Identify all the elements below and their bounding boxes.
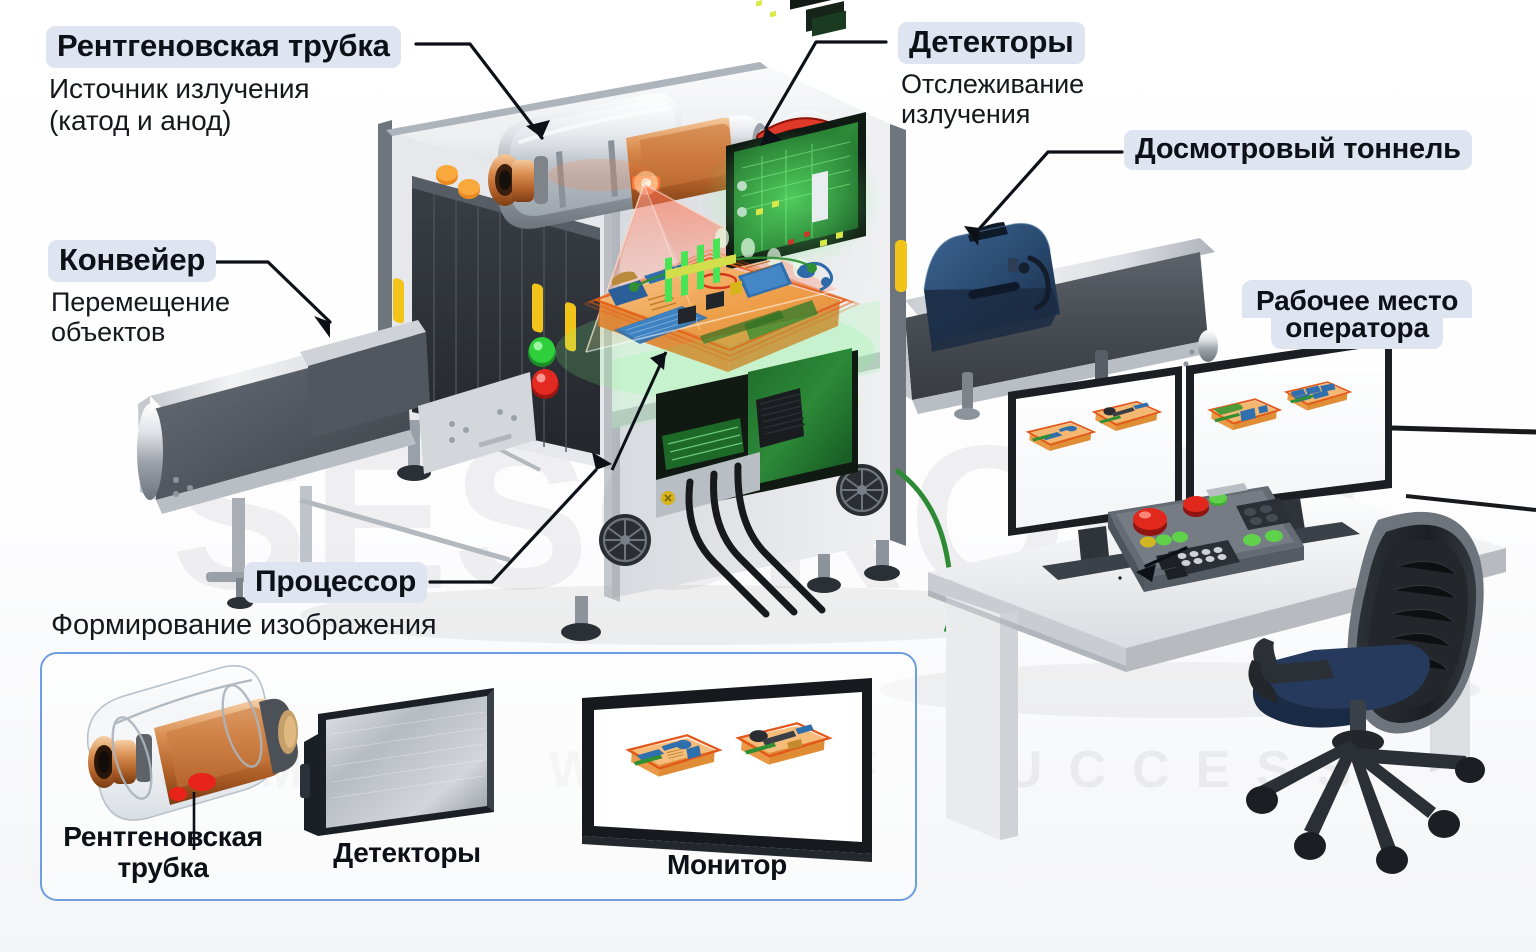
legend-caption-monitor-line1: Монитор — [666, 849, 787, 880]
callout-tunnel-title: Досмотровый тоннель — [1124, 130, 1472, 171]
legend-detectors-graphic — [300, 688, 494, 836]
workstation-leader — [1136, 546, 1188, 582]
cooling-fans — [599, 464, 888, 566]
chair-base — [1260, 740, 1466, 852]
legend-illustrations — [86, 665, 872, 862]
callout-processor-title: Процессор — [244, 562, 428, 604]
callout-conveyor-subtitle-line2: объектов — [51, 317, 166, 348]
callout-workstation-title-line1: Рабочее место — [1242, 280, 1473, 319]
legend-caption-detectors-line1: Детекторы — [333, 837, 481, 868]
cabinet-feet — [397, 420, 900, 641]
callout-leaders — [214, 40, 1124, 584]
callout-conveyor-subtitle-line1: Перемещение — [51, 287, 230, 318]
callout-processor: Процессор Формирование изображения — [48, 562, 437, 642]
legend-monitor-graphic — [582, 678, 872, 862]
callout-tunnel: Досмотровый тоннель — [1124, 130, 1472, 171]
cabinet-handles — [393, 240, 907, 352]
legend-caption-detectors: Детекторы — [292, 837, 522, 869]
office-chair — [1246, 511, 1485, 874]
callout-xray-tube: Рентгеновская трубка Источник излучения … — [46, 26, 401, 136]
power-cables — [685, 462, 826, 618]
callout-xray-tube-subtitle-line1: Источник излучения — [49, 73, 310, 105]
operator-monitors — [1008, 336, 1536, 580]
top-knobs — [436, 165, 480, 199]
callout-workstation-title-line2: оператора — [1271, 313, 1443, 350]
detector-board — [702, 0, 882, 278]
callout-arrowheads — [314, 120, 980, 470]
operator-control-console[interactable] — [1108, 483, 1304, 592]
callout-detectors-title: Детекторы — [898, 22, 1085, 65]
legend-xray-tube-graphic — [86, 665, 298, 850]
legend-caption-xray-tube: Рентгеновская трубка — [48, 821, 278, 884]
callout-processor-subtitle: Формирование изображения — [51, 609, 437, 642]
legend-panel: Рентгеновская трубка Детекторы Монитор — [40, 652, 917, 901]
callout-conveyor: Конвейер Перемещение объектов — [48, 240, 230, 348]
callout-detectors-subtitle-line2: излучения — [901, 99, 1031, 130]
extra-leaders — [610, 351, 668, 471]
callout-detectors: Детекторы Отслеживание излучения — [898, 22, 1085, 130]
indicator-buttons[interactable] — [528, 337, 559, 399]
callout-xray-tube-subtitle-line2: (катод и анод) — [49, 104, 232, 136]
legend-caption-xray-tube-line1: Рентгеновская — [63, 821, 263, 852]
callout-conveyor-title: Конвейер — [48, 240, 217, 283]
chair-casters — [1246, 757, 1485, 874]
callout-workstation: Рабочее место оператора — [1242, 280, 1473, 350]
processor-compartment — [656, 170, 858, 518]
suitcase-on-conveyor — [923, 222, 1060, 352]
legend-caption-xray-tube-line2: трубка — [117, 851, 209, 883]
monitor-left[interactable] — [1008, 366, 1182, 580]
callout-detectors-subtitle-line1: Отслеживание — [901, 69, 1085, 100]
entry-conveyor — [137, 320, 541, 609]
legend-caption-monitor: Монитор — [582, 849, 872, 881]
monitor-right[interactable] — [1186, 336, 1392, 552]
callout-xray-tube-title: Рентгеновская трубка — [46, 26, 401, 69]
